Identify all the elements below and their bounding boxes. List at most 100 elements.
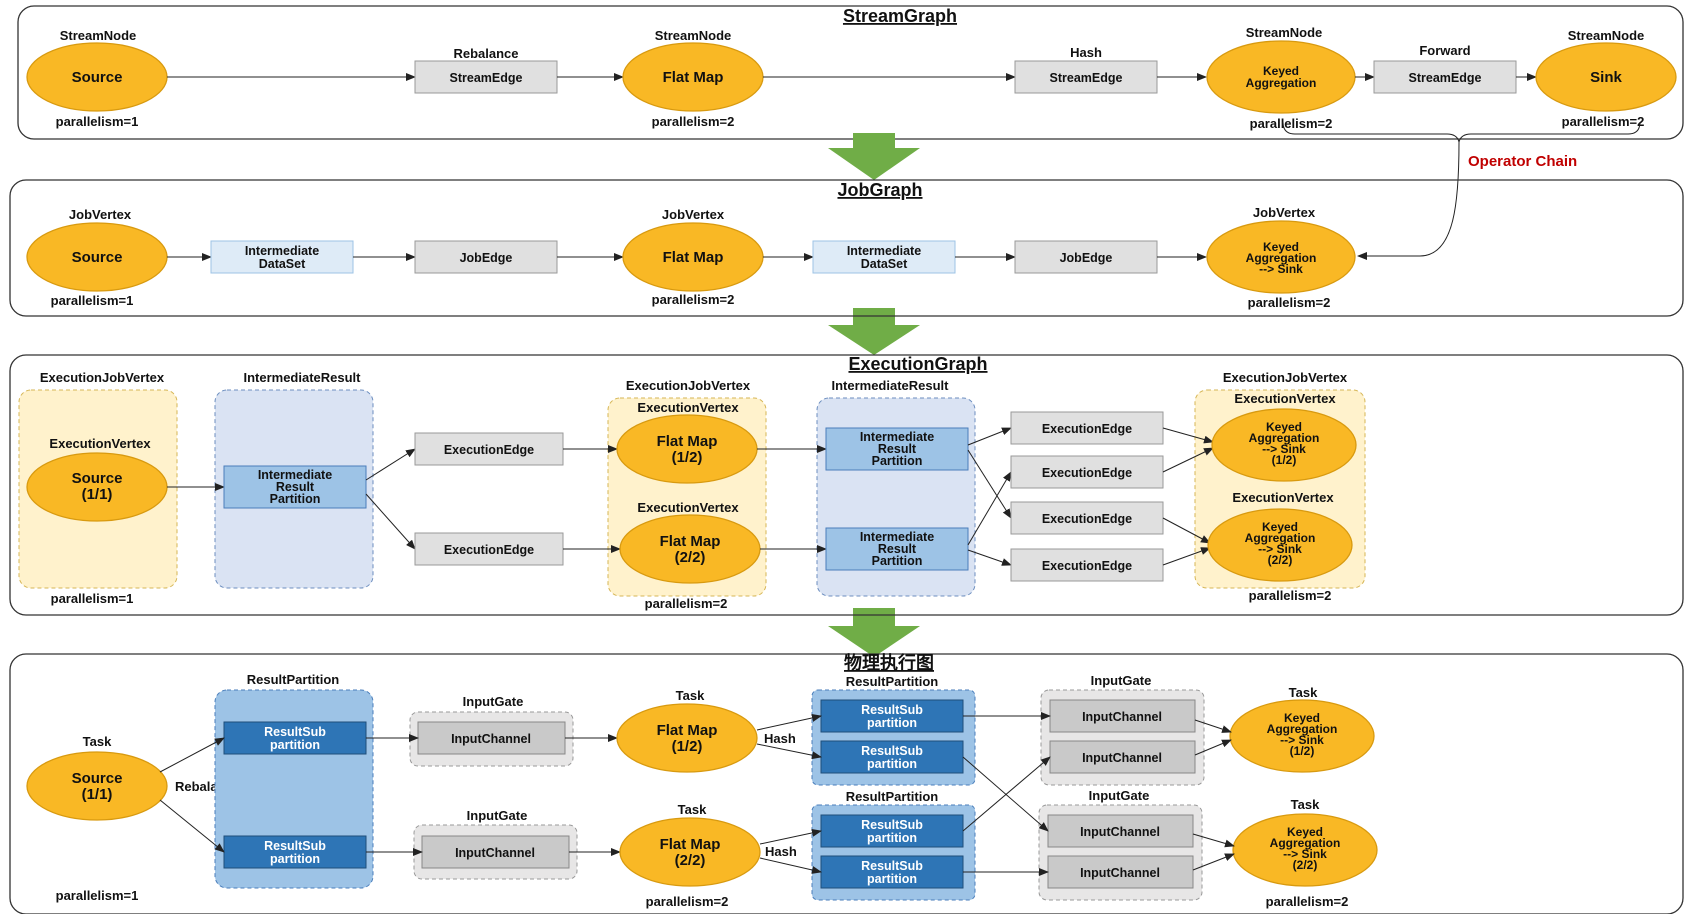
subpartition-line1: ResultSub: [264, 725, 326, 739]
keyed-line2: Aggregation: [1267, 722, 1338, 736]
input-channel-box: [1049, 699, 1196, 733]
sink-parallelism: parallelism=2: [1562, 114, 1645, 129]
dataset-line2: DataSet: [259, 257, 306, 271]
input-channel-box: [421, 835, 570, 869]
irp-line1: Intermediate: [258, 468, 332, 482]
flatmap-label: Flat Map: [663, 249, 724, 266]
stream-edge-label: StreamEdge: [450, 71, 523, 85]
execution-edge-label: ExecutionEdge: [1042, 559, 1132, 573]
irp-box: [825, 527, 969, 571]
source-header: JobVertex: [69, 207, 132, 222]
keyed-line3: --> Sink: [1258, 542, 1302, 556]
execution-edge-box: [414, 532, 564, 566]
subpartition-box: [820, 699, 964, 733]
flatmap-line1: Flat Map: [657, 433, 718, 450]
subpartition-line1: ResultSub: [861, 744, 923, 758]
flatmap-parallelism: parallelism=2: [652, 114, 735, 129]
edge-line: [967, 449, 1012, 519]
irp-line2: Result: [276, 480, 315, 494]
edge-line: [759, 857, 822, 874]
executiongraph-panel: ExecutionGraph ExecutionJobVertex Interm…: [9, 354, 1684, 616]
execution-edge-box: [1010, 455, 1164, 489]
dataset-line1: Intermediate: [847, 244, 921, 258]
task-label: Task: [1289, 685, 1318, 700]
execution-edge-box: [414, 432, 564, 466]
subpartition-box: [223, 721, 367, 755]
edge-line: [1194, 719, 1232, 733]
input-gate-label: InputGate: [463, 694, 524, 709]
panel-title: 物理执行图: [844, 652, 934, 673]
subpartition-line1: ResultSub: [861, 818, 923, 832]
task-label: Task: [83, 734, 112, 749]
panel-title: ExecutionGraph: [848, 354, 987, 374]
panel-frame: [9, 354, 1684, 616]
execution-edge-label: ExecutionEdge: [444, 443, 534, 457]
stream-edge-box: [414, 60, 558, 94]
flatmap-node: [616, 703, 758, 773]
keyed-line2: Aggregation: [1246, 251, 1317, 265]
flatmap-label: Flat Map: [663, 69, 724, 86]
ev-label: ExecutionVertex: [1234, 391, 1336, 406]
result-partition-label: ResultPartition: [846, 674, 939, 689]
edge-line: [756, 714, 822, 731]
stream-edge-label: StreamEdge: [1050, 71, 1123, 85]
hash-label: Hash: [765, 844, 797, 859]
source-header: StreamNode: [60, 28, 137, 43]
keyed-line1: Keyed: [1266, 420, 1302, 434]
panel-title: StreamGraph: [843, 6, 957, 26]
result-partition-label: ResultPartition: [846, 789, 939, 804]
keyed-line2: Aggregation: [1270, 836, 1341, 850]
edge-line: [1162, 517, 1211, 544]
input-channel-box: [1049, 740, 1196, 774]
edge-line: [759, 828, 822, 845]
keyed-node: [1232, 813, 1378, 887]
irp-line1: Intermediate: [860, 530, 934, 544]
execution-edge-label: ExecutionEdge: [1042, 422, 1132, 436]
keyed-node: [1206, 220, 1356, 294]
input-channel-label: InputChannel: [455, 846, 535, 860]
dataset-line1: Intermediate: [245, 244, 319, 258]
task-label: Task: [678, 802, 707, 817]
keyed-parallelism: parallelism=2: [1249, 588, 1332, 603]
flatmap-line2: (1/2): [672, 738, 703, 755]
flatmap-node: [619, 817, 761, 887]
edge-line: [1162, 427, 1214, 444]
keyed-line3: --> Sink: [1262, 442, 1306, 456]
ev-label: ExecutionVertex: [637, 500, 739, 515]
irp-line3: Partition: [872, 454, 923, 468]
keyed-line3: --> Sink: [1283, 847, 1327, 861]
source-line2: (1/1): [82, 786, 113, 803]
keyed-header: StreamNode: [1246, 25, 1323, 40]
ev-label: ExecutionVertex: [637, 400, 739, 415]
sink-label: Sink: [1590, 69, 1622, 86]
subpartition-box: [820, 814, 964, 848]
edge-line: [967, 427, 1012, 446]
keyed-node: [1229, 699, 1375, 773]
irp-box: [825, 427, 969, 471]
operator-chain-label: Operator Chain: [1468, 153, 1577, 170]
keyed-node: [1211, 408, 1357, 482]
input-gate-label: InputGate: [467, 808, 528, 823]
dataset-box: [210, 240, 354, 274]
source-parallelism: parallelism=1: [51, 591, 134, 606]
panel-frame: [9, 179, 1684, 317]
irp-line3: Partition: [872, 554, 923, 568]
ejv-label: ExecutionJobVertex: [40, 370, 165, 385]
flatmap-parallelism: parallelism=2: [645, 596, 728, 611]
execution-edge-box: [1010, 411, 1164, 445]
keyed-line1: Keyed: [1287, 825, 1323, 839]
jobgraph-panel: JobGraph JobVertex Source parallelism=1 …: [9, 179, 1684, 317]
panel-frame: [9, 653, 1684, 914]
irp-box: [223, 465, 367, 509]
input-channel-label: InputChannel: [1080, 825, 1160, 839]
execution-edge-box: [1010, 548, 1164, 582]
source-node: [26, 751, 168, 821]
input-gate-label: InputGate: [1091, 673, 1152, 688]
edge-line: [962, 756, 1049, 832]
keyed-line3: --> Sink: [1280, 733, 1324, 747]
panel-frame: [17, 5, 1684, 140]
physical-graph-panel: 物理执行图 Task Source (1/1) parallelism=1 Re…: [9, 652, 1684, 914]
subpartition-line2: partition: [867, 872, 917, 886]
flatmap-line1: Flat Map: [660, 533, 721, 550]
edge-line: [1194, 739, 1232, 756]
